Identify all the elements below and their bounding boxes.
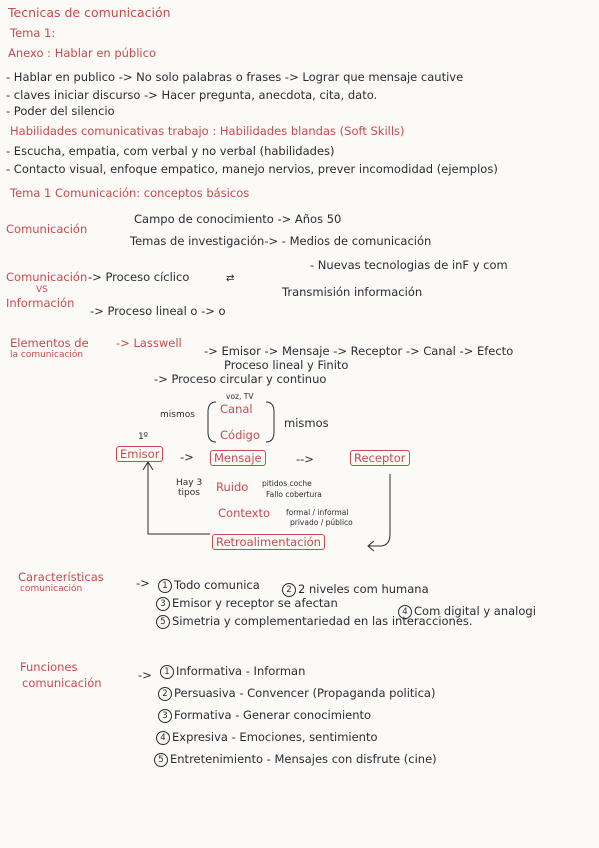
fallo-cobertura: Fallo cobertura	[266, 490, 322, 499]
funciones-arrow: ->	[138, 668, 152, 682]
conceptos-heading: Tema 1 Comunicación: conceptos básicos	[10, 186, 250, 200]
transmision-info: Transmisión información	[282, 285, 423, 299]
page-title: Tecnicas de comunicación	[8, 5, 171, 20]
number-badge: 2	[158, 686, 172, 701]
campo-conocimiento: Campo de conocimiento -> Años 50	[134, 212, 342, 226]
number-badge: 4	[156, 730, 170, 745]
proceso-circular: -> Proceso circular y continuo	[154, 372, 327, 386]
number-badge: 1	[158, 578, 172, 593]
number-badge: 3	[156, 596, 170, 611]
hablar-line-3: - Poder del silencio	[6, 104, 115, 118]
comunicacion-label: Comunicación	[6, 222, 88, 236]
hay-3: Hay 3	[176, 478, 203, 488]
habilidades-line-2: - Contacto visual, enfoque empatico, man…	[6, 162, 498, 176]
arrow-emisor-mensaje: ->	[180, 450, 194, 464]
vs-informacion-label: Información	[6, 296, 75, 310]
habilidades-line-1: - Escucha, empatia, com verbal y no verb…	[6, 144, 335, 158]
receptor-box: Receptor	[350, 450, 410, 466]
lasswell-label: -> Lasswell	[116, 336, 182, 350]
elementos-heading-2: la comunicación	[10, 350, 84, 360]
number-badge: 5	[154, 752, 168, 767]
vs-label: VS	[36, 285, 48, 295]
temas-investigacion: Temas de investigación-> - Medios de com…	[130, 234, 432, 248]
caracteristicas-heading-1: Características	[18, 570, 104, 584]
number-badge: 3	[158, 708, 172, 723]
mensaje-box: Mensaje	[210, 450, 266, 466]
codigo-label: Código	[220, 428, 260, 442]
vs-comunicacion-label: Comunicación	[6, 270, 88, 284]
caracteristicas-arrow: ->	[136, 576, 150, 590]
proceso-lineal: Proceso lineal y Finito	[224, 358, 349, 372]
tipos-label: tipos	[178, 488, 200, 498]
hablar-line-1: - Hablar en publico -> No solo palabras …	[6, 70, 464, 84]
nuevas-tecnologias: - Nuevas tecnologias de inF y com	[310, 258, 508, 272]
funciones-heading-1: Funciones	[20, 660, 78, 674]
hablar-line-2: - claves iniciar discurso -> Hacer pregu…	[6, 88, 378, 102]
number-badge: 1	[160, 664, 174, 679]
caracteristicas-heading-2: comunicación	[20, 584, 83, 594]
cycle-icon: ⇄	[226, 273, 235, 284]
vs-comunicacion-def: -> Proceso cíclico	[88, 270, 190, 284]
funciones-heading-2: comunicación	[22, 676, 102, 690]
number-badge: 2	[282, 582, 296, 597]
canal-label: Canal	[220, 402, 253, 416]
emisor-box: Emisor	[116, 446, 164, 462]
retroalimentacion-box: Retroalimentación	[212, 534, 325, 550]
privado-publico: privado / público	[290, 518, 353, 527]
mismos-right: mismos	[284, 416, 329, 430]
anexo-heading: Anexo : Hablar en público	[8, 46, 156, 60]
mismos-left: mismos	[160, 410, 195, 420]
voz-tv: voz, TV	[226, 392, 254, 401]
contexto-label: Contexto	[218, 506, 271, 520]
formal-informal: formal / informal	[286, 508, 349, 517]
number-badge: 5	[156, 614, 170, 629]
number-badge: 4	[398, 604, 412, 619]
tema-1-label: Tema 1:	[10, 26, 56, 40]
primero-label: 1º	[138, 432, 148, 442]
vs-informacion-def: -> Proceso lineal o -> o	[90, 304, 226, 318]
ruido-label: Ruido	[216, 480, 249, 494]
arrow-mensaje-receptor: -->	[296, 452, 314, 466]
lasswell-chain: -> Emisor -> Mensaje -> Receptor -> Cana…	[204, 344, 514, 358]
habilidades-heading: Habilidades comunicativas trabajo : Habi…	[10, 124, 405, 138]
pitidos-coche: pitidos coche	[262, 479, 312, 488]
elementos-heading-1: Elementos de	[10, 336, 89, 350]
